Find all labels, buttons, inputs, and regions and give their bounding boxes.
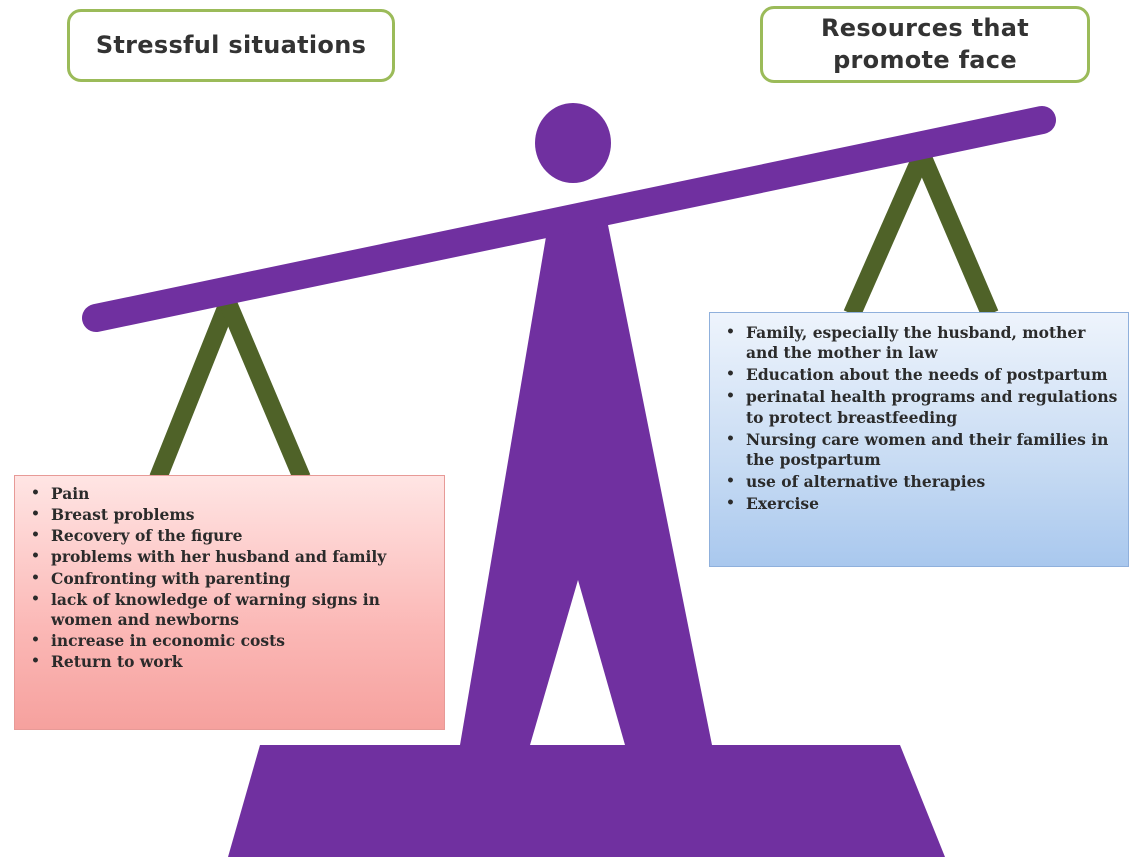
list-item: problems with her husband and family <box>31 547 430 567</box>
stressful-situations-title: Stressful situations <box>67 9 395 82</box>
list-item: lack of knowledge of warning signs in wo… <box>31 590 430 630</box>
scale-head <box>535 103 611 183</box>
stand-notch <box>530 580 625 745</box>
list-item: Family, especially the husband, mother a… <box>726 323 1118 363</box>
list-item: Pain <box>31 484 430 504</box>
list-item: Education about the needs of postpartum <box>726 365 1118 385</box>
list-item: Recovery of the figure <box>31 526 430 546</box>
resources-list: Family, especially the husband, mother a… <box>724 323 1118 514</box>
stress-list-box: Pain Breast problems Recovery of the fig… <box>14 475 445 730</box>
resources-list-box: Family, especially the husband, mother a… <box>709 312 1129 567</box>
list-item: perinatal health programs and regulation… <box>726 387 1118 427</box>
left-pan-hanger <box>149 299 311 482</box>
list-item: use of alternative therapies <box>726 472 1118 492</box>
list-item: increase in economic costs <box>31 631 430 651</box>
list-item: Exercise <box>726 494 1118 514</box>
stress-list: Pain Breast problems Recovery of the fig… <box>29 484 430 672</box>
list-item: Confronting with parenting <box>31 569 430 589</box>
list-item: Return to work <box>31 652 430 672</box>
scale-base <box>228 745 945 857</box>
list-item: Breast problems <box>31 505 430 525</box>
scale-beam <box>82 106 1056 332</box>
list-item: Nursing care women and their families in… <box>726 430 1118 470</box>
scale-stand <box>460 225 712 745</box>
resources-title: Resources that promote face <box>760 6 1090 83</box>
right-pan-hanger <box>843 151 999 318</box>
